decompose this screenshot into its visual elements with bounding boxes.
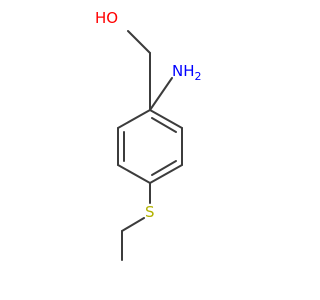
bond-ring-4 [117,164,151,184]
bond-ring-inner-2 [151,160,177,176]
amine-label-main: NH [172,62,195,80]
bond-ring-inner-1 [151,117,177,133]
bond-o-ch2 [127,30,151,54]
bond-ring-3 [149,164,183,184]
structure-canvas: HO NH2 S [95,9,202,261]
bond-chiral-n [149,77,173,111]
atom-label-amine: NH2 [172,62,202,83]
bond-ring-6 [117,109,151,129]
amine-label-subscript: 2 [195,70,202,83]
bond-s-ch2 [121,217,145,232]
molecule-structure: HO NH2 S [95,9,202,261]
atom-label-sulfur: S [145,203,155,221]
atom-label-hydroxyl: HO [95,9,118,27]
bond-ring-1 [149,109,183,129]
